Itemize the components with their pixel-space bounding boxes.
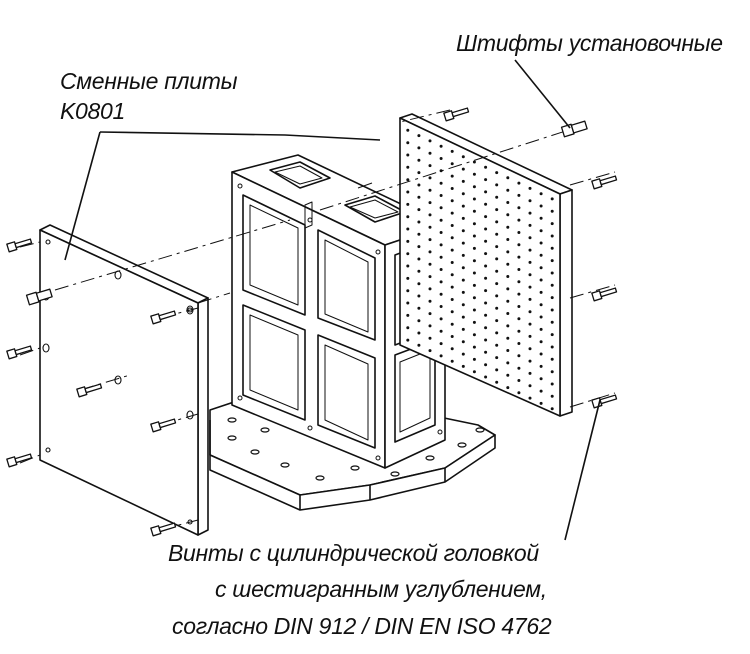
screws xyxy=(6,107,618,537)
plates-label-line1: Сменные плиты xyxy=(60,68,238,94)
pins-label: Штифты установочные xyxy=(456,30,723,56)
plates-label-line2: K0801 xyxy=(60,98,126,124)
screws-label-line3: согласно DIN 912 / DIN EN ISO 4762 xyxy=(172,613,552,639)
right-perforated-plate xyxy=(399,113,573,417)
left-replaceable-plate xyxy=(39,224,209,536)
screws-label-line2: с шестигранным углублением, xyxy=(215,576,547,602)
leader-lines xyxy=(64,59,601,541)
screws-label-line1: Винты с цилиндрической головкой xyxy=(168,540,539,566)
locating-pins xyxy=(25,120,588,306)
